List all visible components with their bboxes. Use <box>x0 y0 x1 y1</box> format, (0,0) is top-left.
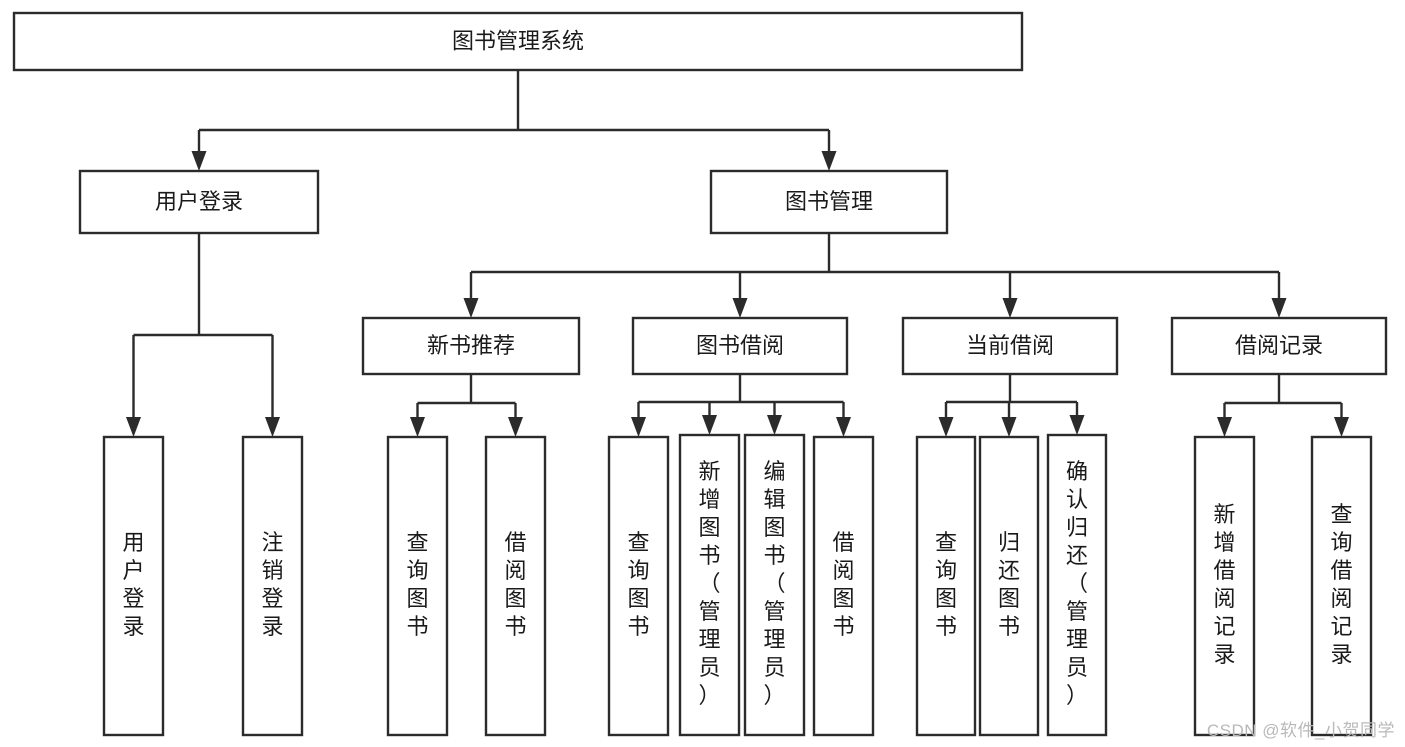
node-label-leaf-logout: 注销登录 <box>261 530 283 639</box>
node-box-leaf-query-record <box>1310 435 1373 737</box>
node-box-book-borrow <box>631 316 849 376</box>
arrow-head-new-book-rec <box>463 298 479 318</box>
node-root[interactable]: 图书管理系统 <box>12 11 1024 72</box>
arrow-head-book-borrow <box>732 298 748 318</box>
node-label-current-borrow: 当前借阅 <box>966 333 1054 358</box>
node-box-borrow-record <box>1170 316 1388 376</box>
node-leaf-query-book-1[interactable]: 查询图书 <box>386 435 449 737</box>
node-leaf-query-book-3[interactable]: 查询图书 <box>915 435 977 737</box>
node-box-leaf-query-book-2 <box>607 435 670 737</box>
node-box-leaf-query-book-1 <box>386 435 449 737</box>
node-box-root <box>12 11 1024 72</box>
node-layer: 图书管理系统用户登录图书管理新书推荐图书借阅当前借阅借阅记录用户登录注销登录查询… <box>12 11 1388 737</box>
node-label-book-manage: 图书管理 <box>785 189 873 214</box>
node-box-leaf-logout <box>241 435 304 737</box>
node-box-book-manage <box>709 169 949 235</box>
node-leaf-user-login[interactable]: 用户登录 <box>102 435 165 737</box>
node-box-leaf-borrow-book-1 <box>484 435 547 737</box>
node-label-book-borrow: 图书借阅 <box>696 333 784 358</box>
arrow-head-leaf-return-book <box>1001 417 1017 437</box>
node-box-leaf-borrow-book-2 <box>812 435 875 737</box>
arrow-head-leaf-query-record <box>1334 417 1349 437</box>
node-book-manage[interactable]: 图书管理 <box>709 169 949 235</box>
arrow-head-leaf-borrow-book-2 <box>836 417 851 437</box>
node-leaf-query-book-2[interactable]: 查询图书 <box>607 435 670 737</box>
node-label-leaf-user-login: 用户登录 <box>122 530 144 639</box>
node-box-leaf-edit-book <box>743 433 806 737</box>
node-label-leaf-edit-book: 编辑图书（管理员） <box>763 459 785 708</box>
arrow-head-leaf-confirm-return <box>1069 415 1085 435</box>
node-label-leaf-borrow-book-1: 借阅图书 <box>504 530 526 639</box>
node-leaf-add-book[interactable]: 新增图书（管理员） <box>678 433 741 737</box>
node-label-leaf-add-record: 新增借阅记录 <box>1213 502 1235 667</box>
node-leaf-edit-book[interactable]: 编辑图书（管理员） <box>743 433 806 737</box>
node-label-leaf-query-book-1: 查询图书 <box>406 530 428 639</box>
node-leaf-return-book[interactable]: 归还图书 <box>978 435 1040 737</box>
node-label-leaf-query-book-3: 查询图书 <box>935 530 957 639</box>
node-label-leaf-query-record: 查询借阅记录 <box>1330 502 1352 667</box>
arrow-head-leaf-add-record <box>1217 417 1232 437</box>
node-leaf-logout[interactable]: 注销登录 <box>241 435 304 737</box>
arrow-head-leaf-edit-book <box>767 415 782 435</box>
node-label-leaf-query-book-2: 查询图书 <box>627 530 649 639</box>
node-box-current-borrow <box>901 316 1119 376</box>
node-box-leaf-user-login <box>102 435 165 737</box>
arrow-head-leaf-query-book-3 <box>938 417 954 437</box>
node-book-borrow[interactable]: 图书借阅 <box>631 316 849 376</box>
node-label-leaf-confirm-return: 确认归还（管理员） <box>1066 459 1088 708</box>
node-leaf-query-record[interactable]: 查询借阅记录 <box>1310 435 1373 737</box>
node-box-user-login <box>78 169 320 235</box>
node-box-leaf-confirm-return <box>1046 433 1108 737</box>
node-label-root: 图书管理系统 <box>452 28 584 53</box>
arrow-head-leaf-user-login <box>126 417 141 437</box>
node-label-leaf-add-book: 新增图书（管理员） <box>698 459 720 708</box>
node-box-leaf-return-book <box>978 435 1040 737</box>
arrow-head-leaf-query-book-1 <box>410 417 425 437</box>
arrow-head-current-borrow <box>1002 298 1018 318</box>
node-label-leaf-borrow-book-2: 借阅图书 <box>832 530 854 639</box>
node-leaf-add-record[interactable]: 新增借阅记录 <box>1193 435 1256 737</box>
arrow-head-leaf-borrow-book-1 <box>508 417 523 437</box>
node-box-leaf-query-book-3 <box>915 435 977 737</box>
node-new-book-rec[interactable]: 新书推荐 <box>361 316 581 376</box>
arrow-head-book-manage <box>821 151 837 171</box>
node-current-borrow[interactable]: 当前借阅 <box>901 316 1119 376</box>
arrow-head-leaf-add-book <box>702 415 717 435</box>
arrow-head-borrow-record <box>1271 298 1287 318</box>
csdn-watermark: CSDN @软件_小贺同学 <box>1206 721 1395 740</box>
node-label-leaf-return-book: 归还图书 <box>998 530 1020 639</box>
node-borrow-record[interactable]: 借阅记录 <box>1170 316 1388 376</box>
arrow-head-leaf-query-book-2 <box>631 417 646 437</box>
node-leaf-borrow-book-2[interactable]: 借阅图书 <box>812 435 875 737</box>
arrow-head-user-login <box>191 151 207 171</box>
node-leaf-confirm-return[interactable]: 确认归还（管理员） <box>1046 433 1108 737</box>
edge-layer <box>126 70 1349 437</box>
node-label-user-login: 用户登录 <box>155 189 243 214</box>
node-box-leaf-add-record <box>1193 435 1256 737</box>
node-leaf-borrow-book-1[interactable]: 借阅图书 <box>484 435 547 737</box>
node-box-leaf-add-book <box>678 433 741 737</box>
arrow-head-leaf-logout <box>265 417 280 437</box>
node-label-new-book-rec: 新书推荐 <box>427 333 515 358</box>
node-box-new-book-rec <box>361 316 581 376</box>
node-user-login[interactable]: 用户登录 <box>78 169 320 235</box>
node-label-borrow-record: 借阅记录 <box>1235 333 1323 358</box>
